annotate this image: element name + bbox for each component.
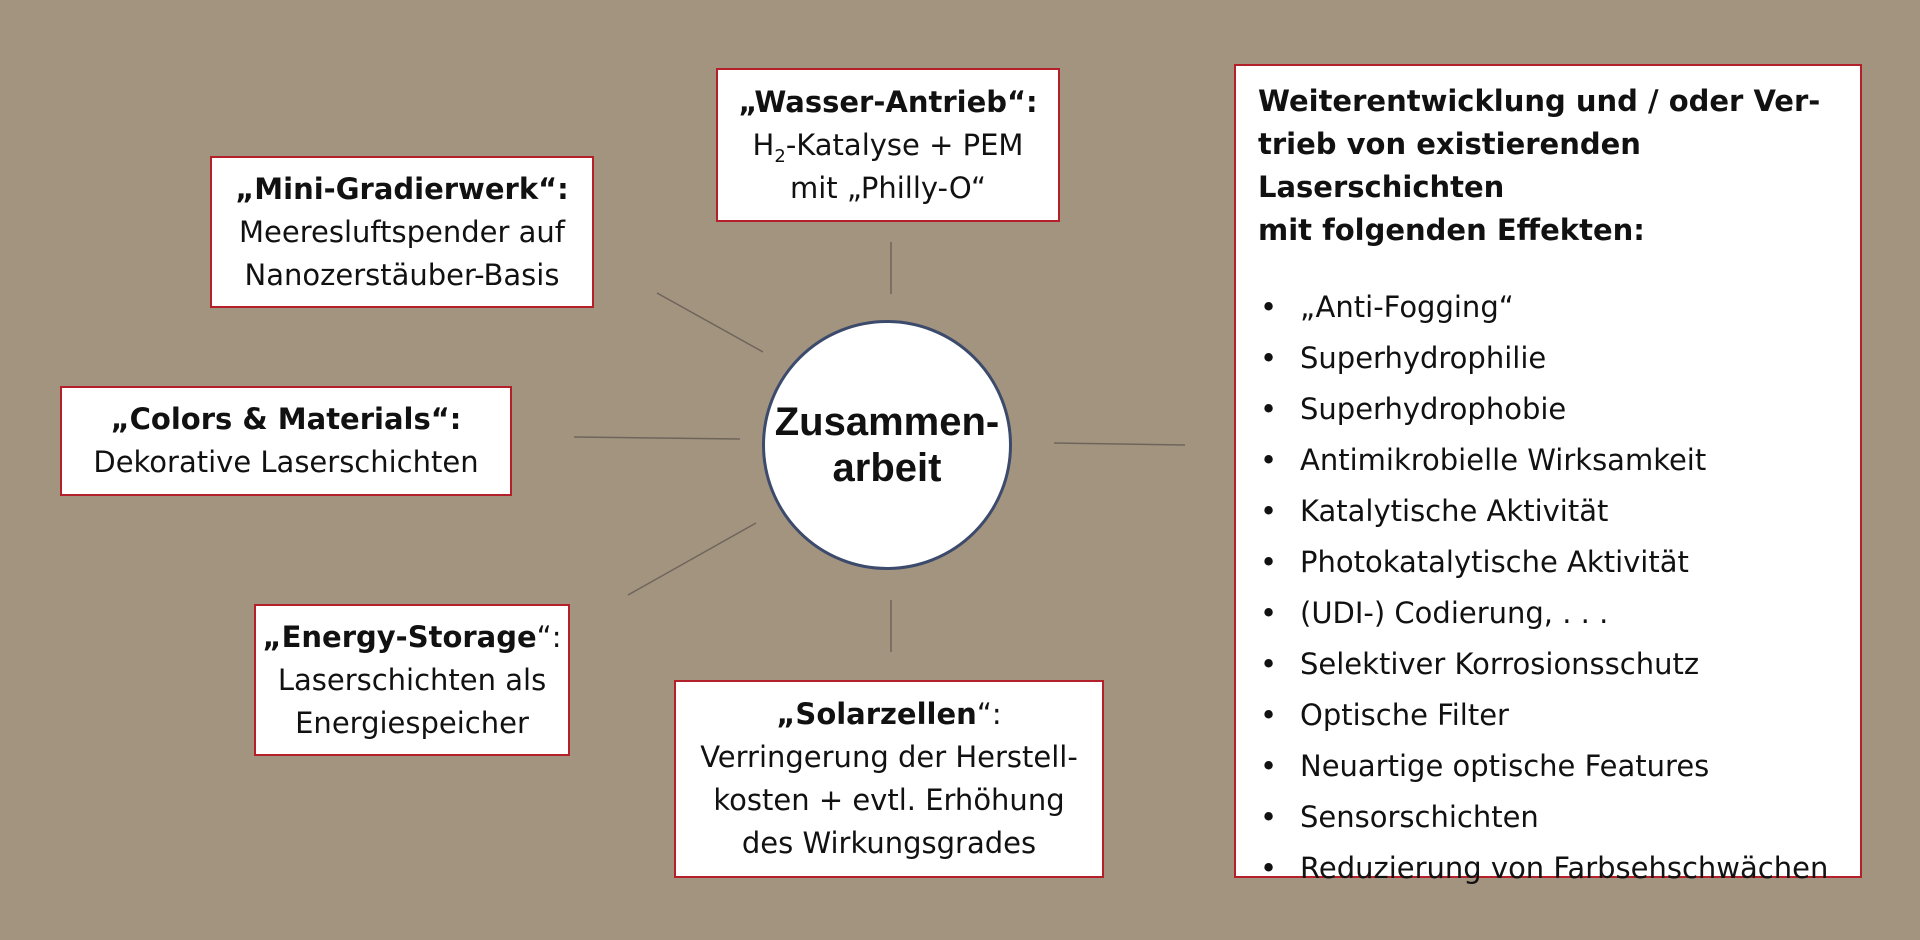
list-item: Superhydrophilie (1258, 333, 1838, 384)
list-item: (UDI-) Codierung, . . . (1258, 588, 1838, 639)
list-item: Selektiver Korrosionsschutz (1258, 639, 1838, 690)
box-energy-line2: Laserschichten als (277, 662, 547, 697)
effects-heading-line-3: mit folgenden Effekten: (1258, 213, 1645, 247)
effects-heading: Weiterentwicklung und / oder Ver- trieb … (1258, 80, 1838, 252)
connector-upper-left (656, 292, 764, 353)
box-colors-title: „Colors & Materials“: (110, 402, 462, 436)
box-solar-line4: des Wirkungsgrades (741, 826, 1037, 860)
center-circle: Zusammen- arbeit (762, 320, 1012, 570)
box-solar-line2: Verringerung der Herstell- (700, 740, 1078, 774)
effects-panel: Weiterentwicklung und / oder Ver- trieb … (1234, 64, 1862, 894)
list-item: Superhydrophobie (1258, 384, 1838, 435)
box-energy-line3: Energiespeicher (295, 705, 529, 740)
list-item: Photokatalytische Aktivität (1258, 537, 1838, 588)
list-item: „Anti-Fogging“ (1258, 282, 1838, 333)
list-item: Katalytische Aktivität (1258, 486, 1838, 537)
list-item: Antimikrobielle Wirksamkeit (1258, 435, 1838, 486)
center-line-2: arbeit (832, 446, 942, 490)
box-wasser-antrieb: „Wasser-Antrieb“: H2-Katalyse + PEM mit … (716, 68, 1060, 222)
box-colors-line2: Dekorative Laserschichten (93, 445, 479, 479)
box-wasser-line3: mit „Philly-O“ (789, 170, 987, 205)
list-item: Optische Filter (1258, 690, 1838, 741)
list-item: Neuartige optische Features (1258, 741, 1838, 792)
center-line-1: Zusammen- (774, 400, 1000, 444)
effects-heading-line-1: Weiterentwicklung und / oder Ver- (1258, 84, 1821, 118)
box-energy-storage: „Energy-Storage“: Laserschichten als Ene… (254, 604, 570, 756)
effects-list: „Anti-Fogging“ Superhydrophilie Superhyd… (1258, 282, 1838, 894)
box-solarzellen: „Solarzellen“: Verringerung der Herstell… (674, 680, 1104, 878)
box-wasser-title: „Wasser-Antrieb“: (738, 84, 1038, 119)
box-mini-line2: Meeresluftspender auf (239, 214, 565, 249)
list-item: Sensorschichten (1258, 792, 1838, 843)
connector-right (1053, 442, 1186, 446)
box-solar-title: „Solarzellen“: (776, 697, 1002, 731)
list-item: Reduzierung von Farbsehschwächen (1258, 843, 1838, 894)
connector-left (573, 436, 741, 440)
box-wasser-line2: H2-Katalyse + PEM (752, 127, 1024, 167)
box-mini-line3: Nanozerstäuber-Basis (244, 257, 560, 292)
box-energy-title: „Energy-Storage“: (262, 619, 562, 654)
connector-lower-left (627, 522, 757, 596)
effects-heading-line-2: trieb von existierenden Laserschichten (1258, 127, 1641, 204)
box-mini-gradierwerk: „Mini-Gradierwerk“: Meeresluftspender au… (210, 156, 594, 308)
box-solar-line3: kosten + evtl. Erhöhung (713, 783, 1065, 817)
box-colors-materials: „Colors & Materials“: Dekorative Lasersc… (60, 386, 512, 496)
box-mini-title: „Mini-Gradierwerk“: (235, 171, 569, 206)
